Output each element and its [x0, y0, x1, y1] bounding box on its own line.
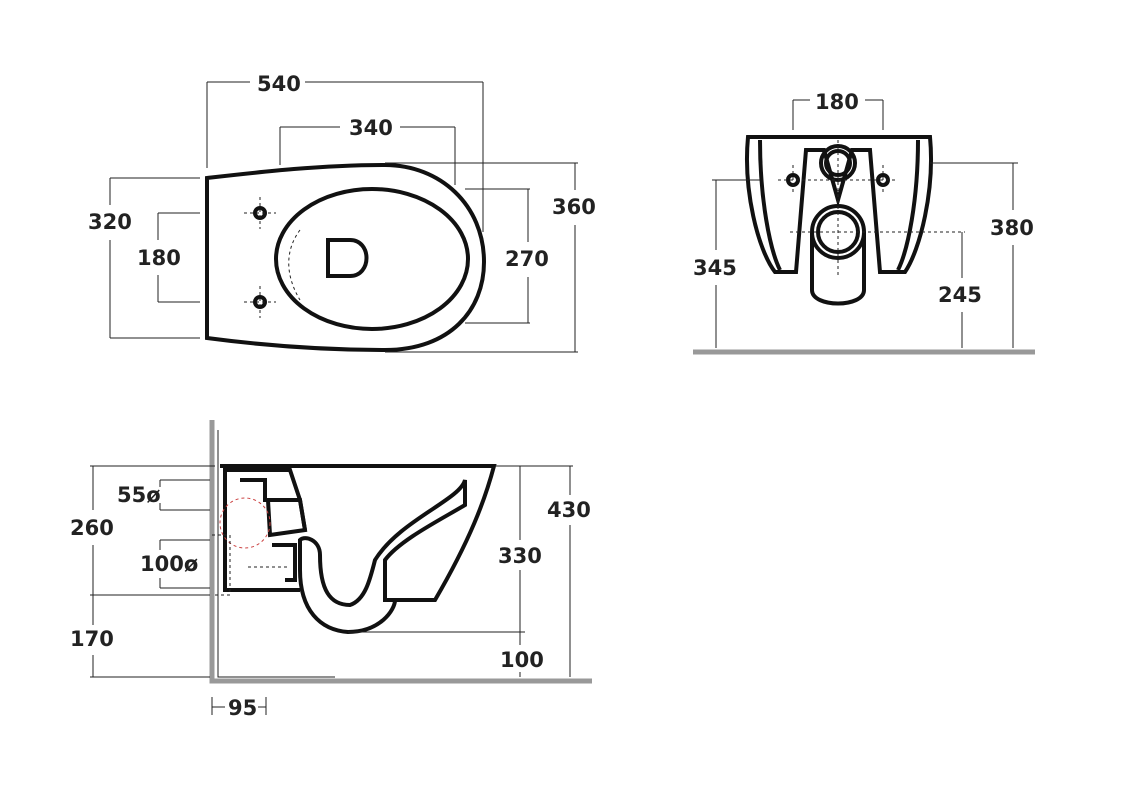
- top-view-outline: [205, 162, 487, 353]
- dim-100: 100: [500, 648, 544, 672]
- dim-345: 345: [693, 256, 737, 280]
- wall-line: [209, 420, 592, 684]
- dim-330: 330: [498, 544, 542, 568]
- dim-360: 360: [552, 195, 596, 219]
- inlet-circle: [219, 497, 271, 549]
- top-view: 540 340 320 180 270 360: [88, 72, 596, 353]
- dim-180: 180: [137, 246, 181, 270]
- dim-260: 260: [70, 516, 114, 540]
- dim-540: 540: [257, 72, 301, 96]
- dim-320: 320: [88, 210, 132, 234]
- dim-270: 270: [505, 247, 549, 271]
- front-view: 180 345 380 245: [693, 90, 1035, 355]
- dim-170: 170: [70, 627, 114, 651]
- lid-hinge-opening: [326, 238, 369, 278]
- dim-55-diameter: 55ø: [117, 483, 161, 507]
- dim-95: 95: [228, 696, 257, 720]
- side-view-outline: [220, 464, 497, 635]
- dim-340: 340: [349, 116, 393, 140]
- seat-inner-dashed: [288, 229, 301, 301]
- waste-outlet: [810, 232, 866, 306]
- dim-430: 430: [547, 498, 591, 522]
- seat-outline: [274, 187, 470, 331]
- dim-245: 245: [938, 283, 982, 307]
- side-view: 260 170 55ø 100ø 430 330 100 95: [70, 420, 592, 720]
- dim-380: 380: [990, 216, 1034, 240]
- dim-100-diameter: 100ø: [140, 552, 198, 576]
- dim-180-front: 180: [815, 90, 859, 114]
